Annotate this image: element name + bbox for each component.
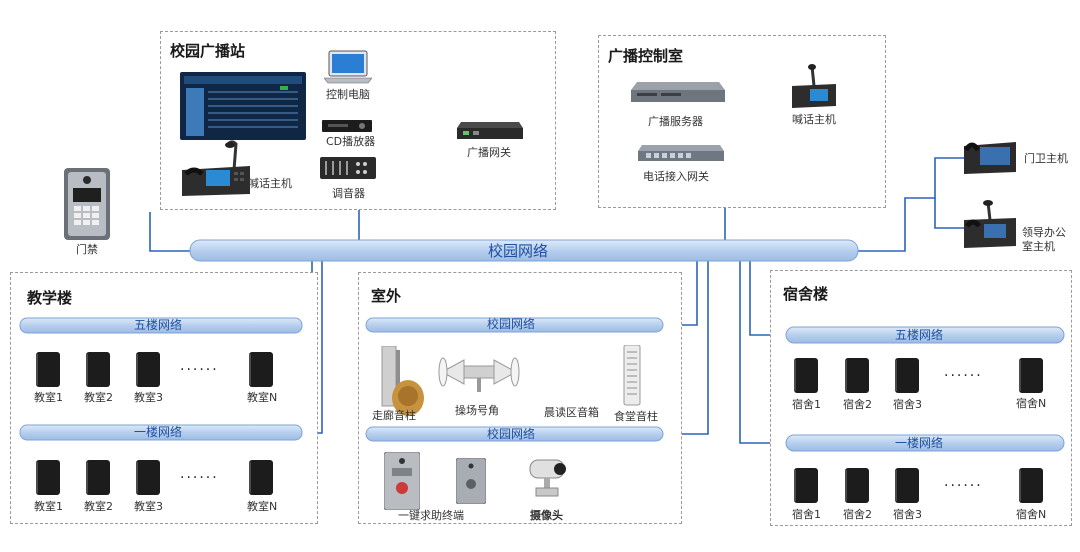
speaker-icon xyxy=(86,460,110,495)
teaching-floor5-bus xyxy=(19,317,303,334)
leader-console-icon xyxy=(964,200,1016,248)
teaching-room-label: 教室3 xyxy=(134,391,163,404)
control-mic-label: 喊话主机 xyxy=(792,113,836,126)
phone-gateway-icon xyxy=(638,145,724,161)
canteen-column-speaker-icon xyxy=(623,345,641,406)
dorm-room-label: 宿舍2 xyxy=(843,508,872,521)
teaching-room-label: 教室N xyxy=(247,391,278,404)
speaker-icon xyxy=(1019,358,1043,393)
teaching-floor5-label: 五楼网络 xyxy=(134,318,183,332)
horn-label: 操场号角 xyxy=(455,404,499,417)
speaker-icon xyxy=(794,468,818,503)
door-access-icon xyxy=(64,168,110,240)
dorm-floor5-label: 五楼网络 xyxy=(895,328,944,342)
teaching-room-label: 教室2 xyxy=(84,500,113,513)
teaching-floor1-bus xyxy=(19,424,303,441)
teaching-ellipsis: ······ xyxy=(180,470,219,486)
guard-label: 门卫主机 xyxy=(1024,152,1068,165)
dorm-room-label: 宿舍N xyxy=(1016,508,1047,521)
control-mic-console-icon xyxy=(792,64,836,108)
dorm-ellipsis: ······ xyxy=(944,368,983,384)
cd-label: CD播放器 xyxy=(326,135,376,148)
station-title: 校园广播站 xyxy=(170,42,246,60)
outdoor-bottom-bus xyxy=(365,426,664,442)
outdoor-top-label: 校园网络 xyxy=(487,317,536,331)
camera-icon xyxy=(529,459,566,497)
speaker-icon xyxy=(136,460,160,495)
outdoor-top-bus xyxy=(365,317,664,333)
station-mic-label: 喊话主机 xyxy=(248,177,292,190)
dorm-room-label: 宿舍1 xyxy=(792,398,821,411)
speaker-icon xyxy=(845,468,869,503)
control-room-title: 广播控制室 xyxy=(608,47,684,65)
dorm-title: 宿舍楼 xyxy=(783,285,829,303)
dorm-room-label: 宿舍3 xyxy=(893,398,922,411)
speaker-icon xyxy=(249,352,273,387)
speaker-icon xyxy=(895,468,919,503)
speaker-icon xyxy=(36,460,60,495)
pc-label: 控制电脑 xyxy=(326,88,370,101)
dorm-room-label: 宿舍2 xyxy=(843,398,872,411)
reading-label: 晨读区音箱 xyxy=(544,406,599,419)
campus-network-bus xyxy=(189,239,859,262)
broadcast-software-screen-icon xyxy=(180,72,306,140)
cd-player-icon xyxy=(322,120,372,132)
teaching-title: 教学楼 xyxy=(27,289,73,307)
canteen-label: 食堂音柱 xyxy=(614,410,658,423)
help-label: 一键求助终端 xyxy=(398,509,464,522)
laptop-icon xyxy=(324,50,372,84)
outdoor-title: 室外 xyxy=(371,287,402,305)
paging-console-icon xyxy=(182,140,250,196)
outdoor-bottom-label: 校园网络 xyxy=(487,427,536,441)
speaker-icon xyxy=(36,352,60,387)
broadcast-server-icon xyxy=(631,82,725,102)
door-label: 门禁 xyxy=(76,243,98,256)
dorm-room-label: 宿舍1 xyxy=(792,508,821,521)
camera-label: 摄像头 xyxy=(530,509,563,522)
speaker-icon xyxy=(794,358,818,393)
dorm-ellipsis: ······ xyxy=(944,478,983,494)
control-room-zone: 广播控制室 xyxy=(598,35,886,208)
teaching-floor1-label: 一楼网络 xyxy=(134,425,183,439)
phone-gateway-label: 电话接入网关 xyxy=(643,170,709,183)
teaching-room-label: 教室N xyxy=(247,500,278,513)
leader-label-2: 室主机 xyxy=(1022,240,1055,253)
corridor-column-speaker-icon xyxy=(381,346,424,416)
broadcast-gateway-icon xyxy=(457,122,523,139)
mixer-icon xyxy=(320,157,376,179)
teaching-room-label: 教室2 xyxy=(84,391,113,404)
teaching-ellipsis: ······ xyxy=(180,362,219,378)
dorm-room-label: 宿舍3 xyxy=(893,508,922,521)
server-label: 广播服务器 xyxy=(648,115,703,128)
speaker-icon xyxy=(249,460,273,495)
speaker-icon xyxy=(1019,468,1043,503)
horn-speaker-icon xyxy=(438,357,520,392)
help-terminal-icon xyxy=(384,452,420,510)
leader-label-1: 领导办公 xyxy=(1022,226,1066,239)
speaker-icon xyxy=(895,358,919,393)
speaker-icon xyxy=(845,358,869,393)
guard-phone-icon xyxy=(963,142,1016,174)
speaker-icon xyxy=(86,352,110,387)
mixer-label: 调音器 xyxy=(332,187,365,200)
campus-network-label: 校园网络 xyxy=(488,242,549,260)
dorm-room-label: 宿舍N xyxy=(1016,397,1047,410)
dorm-floor5-bus xyxy=(785,326,1065,344)
dorm-floor1-label: 一楼网络 xyxy=(895,436,944,450)
speaker-icon xyxy=(136,352,160,387)
dorm-floor1-bus xyxy=(785,434,1065,452)
teaching-room-label: 教室1 xyxy=(34,391,63,404)
help-terminal-icon xyxy=(456,458,486,504)
teaching-room-label: 教室1 xyxy=(34,500,63,513)
column-label: 走廊音柱 xyxy=(372,409,416,422)
teaching-zone: 教学楼 xyxy=(10,272,318,524)
teaching-room-label: 教室3 xyxy=(134,500,163,513)
gateway-label: 广播网关 xyxy=(467,146,511,159)
